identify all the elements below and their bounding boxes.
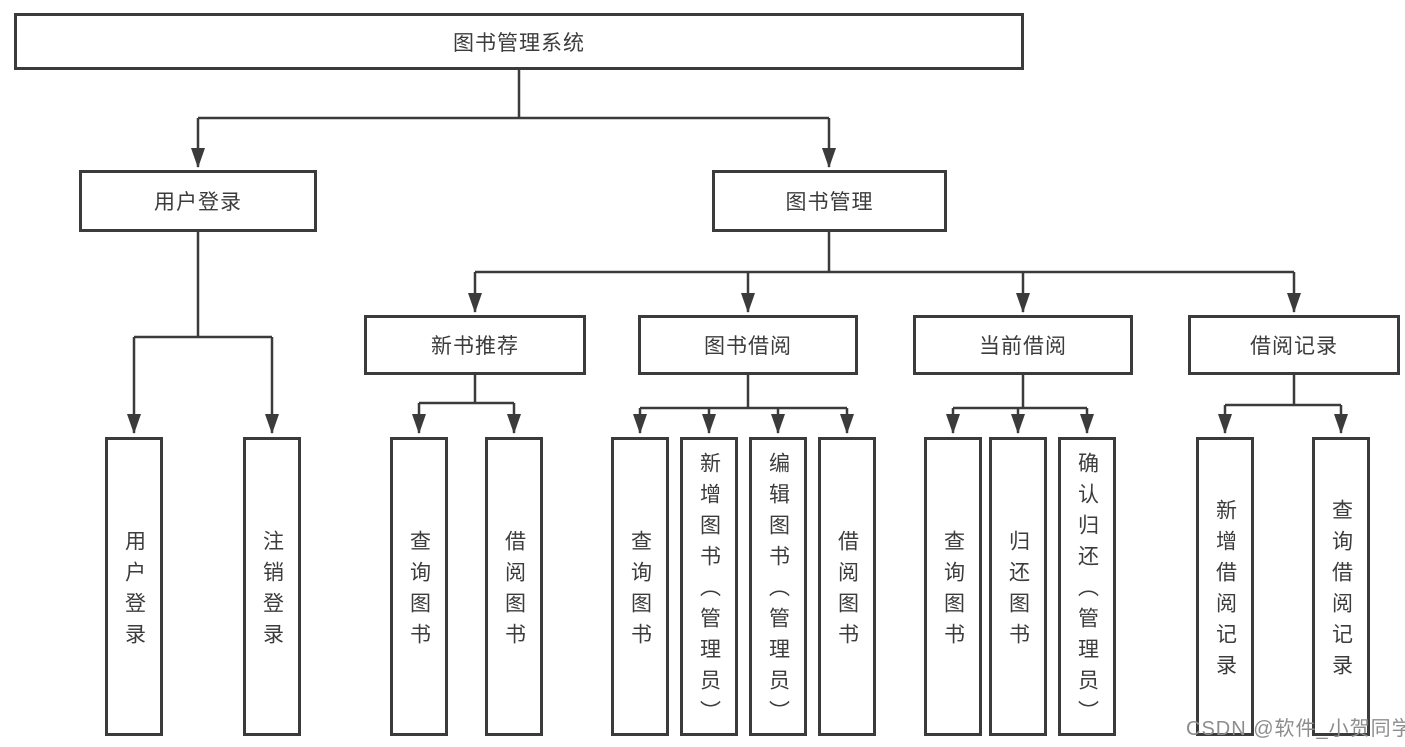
leaf-borrow-book-recommend: 借阅图书	[485, 437, 543, 736]
leaf-borrow-book: 借阅图书	[818, 437, 876, 736]
node-borrow-records: 借阅记录	[1188, 315, 1400, 375]
node-new-book-recommend: 新书推荐	[364, 315, 586, 375]
leaf-query-book-recommend: 查询图书	[390, 437, 448, 736]
node-book-borrow: 图书借阅	[638, 315, 858, 375]
leaf-query-book-current: 查询图书	[924, 437, 982, 736]
node-book-management: 图书管理	[712, 170, 947, 232]
leaf-logout: 注销登录	[243, 437, 301, 736]
leaf-query-borrow-record: 查询借阅记录	[1312, 437, 1370, 736]
leaf-user-login: 用户登录	[105, 437, 163, 736]
leaf-edit-book-admin: 编辑图书（管理员）	[749, 437, 807, 736]
leaf-add-borrow-record: 新增借阅记录	[1196, 437, 1254, 736]
node-root-system: 图书管理系统	[14, 13, 1024, 70]
leaf-add-book-admin: 新增图书（管理员）	[680, 437, 738, 736]
leaf-query-book-borrow: 查询图书	[611, 437, 669, 736]
leaf-return-book: 归还图书	[989, 437, 1047, 736]
node-user-login: 用户登录	[79, 170, 317, 232]
leaf-confirm-return-admin: 确认归还（管理员）	[1058, 437, 1116, 736]
node-current-borrow: 当前借阅	[913, 315, 1133, 375]
watermark-text: CSDN @软件_小贺同学	[1186, 718, 1405, 740]
